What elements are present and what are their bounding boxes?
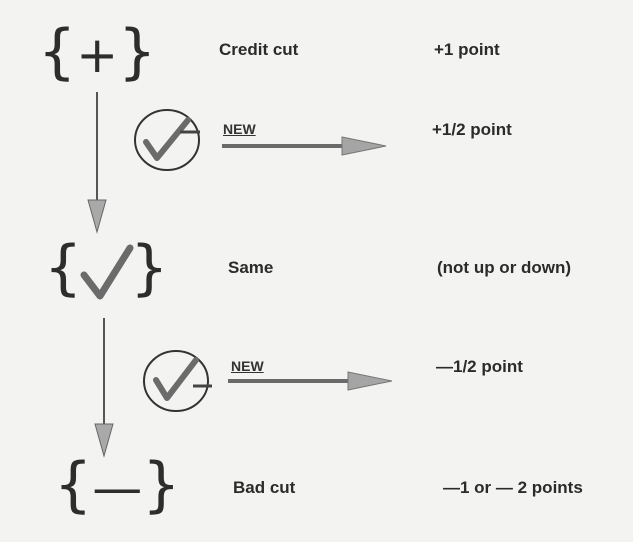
same-points: (not up or down) [437, 258, 572, 277]
right-arrowhead-2 [347, 371, 393, 391]
down-arrowhead-2 [94, 423, 114, 458]
half-down-points: —1/2 point [436, 357, 523, 376]
bad-cut-label: Bad cut [233, 478, 296, 497]
circle-mark-2 [143, 350, 209, 412]
new-tag-1: NEW [223, 121, 256, 137]
half-up-points: +1/2 point [432, 120, 512, 139]
circle-mark-1 [134, 109, 200, 171]
checkmark-icon [80, 244, 134, 300]
bad-cut-points: —1 or — 2 points [443, 478, 583, 497]
check-plus-icon [143, 117, 191, 161]
down-arrowhead-1 [87, 199, 107, 234]
credit-cut-symbol: {+} [38, 17, 157, 87]
check-minus-icon [153, 357, 199, 401]
new-tag-2: NEW [231, 358, 264, 374]
same-label: Same [228, 258, 274, 277]
same-symbol: {} [44, 233, 169, 303]
right-arrowhead-1 [341, 136, 387, 156]
credit-cut-label: Credit cut [219, 40, 299, 59]
bad-cut-symbol: {—} [54, 450, 181, 520]
credit-cut-points: +1 point [434, 40, 500, 59]
